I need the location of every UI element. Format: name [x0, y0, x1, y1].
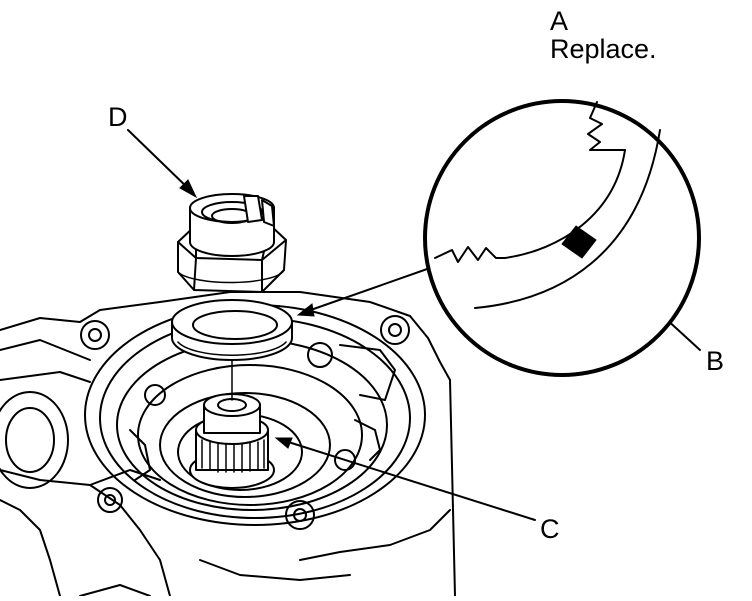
label-a-note: Replace.: [550, 34, 657, 64]
leader-lines: [127, 129, 701, 521]
part-c-valve-shaft: [189, 359, 275, 489]
label-b: B: [706, 346, 725, 376]
label-c: C: [540, 514, 560, 544]
detail-callout-circle: [423, 99, 701, 377]
part-d-hex-nut: [177, 193, 287, 293]
label-d: D: [108, 102, 128, 132]
part-b-marking: [561, 225, 597, 259]
sealing-washer: [171, 299, 293, 361]
label-a-letter: A: [550, 6, 569, 36]
